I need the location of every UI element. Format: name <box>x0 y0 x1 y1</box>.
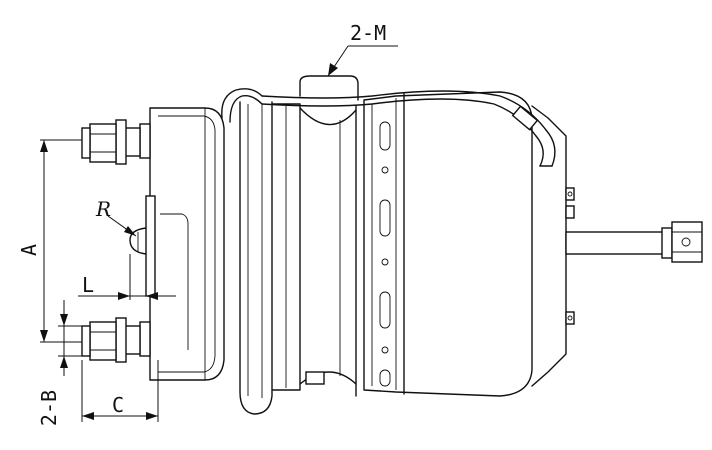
top-port-boss <box>299 75 359 101</box>
clamp-band <box>239 101 357 415</box>
rear-studs <box>565 187 575 325</box>
label-2m: 2-M <box>350 21 386 45</box>
air-hose <box>221 88 556 167</box>
label-r: R <box>95 197 111 221</box>
label-l: L <box>82 273 94 297</box>
label-a: A <box>17 244 41 256</box>
leader-2m <box>327 45 398 77</box>
front-cover <box>149 107 225 381</box>
dimension-l <box>78 254 176 300</box>
dimension-2b <box>58 300 82 376</box>
dimension-c <box>81 360 159 422</box>
dimension-a <box>40 139 82 343</box>
leader-r <box>107 215 137 237</box>
mounting-plate <box>129 195 156 297</box>
push-rod <box>565 221 703 263</box>
rib-slots <box>379 121 391 387</box>
top-mounting-bolt <box>81 119 151 165</box>
bottom-mounting-bolt <box>81 317 151 363</box>
label-c: C <box>112 393 124 417</box>
spring-housing <box>363 91 567 397</box>
label-2b: 2-B <box>37 390 61 426</box>
